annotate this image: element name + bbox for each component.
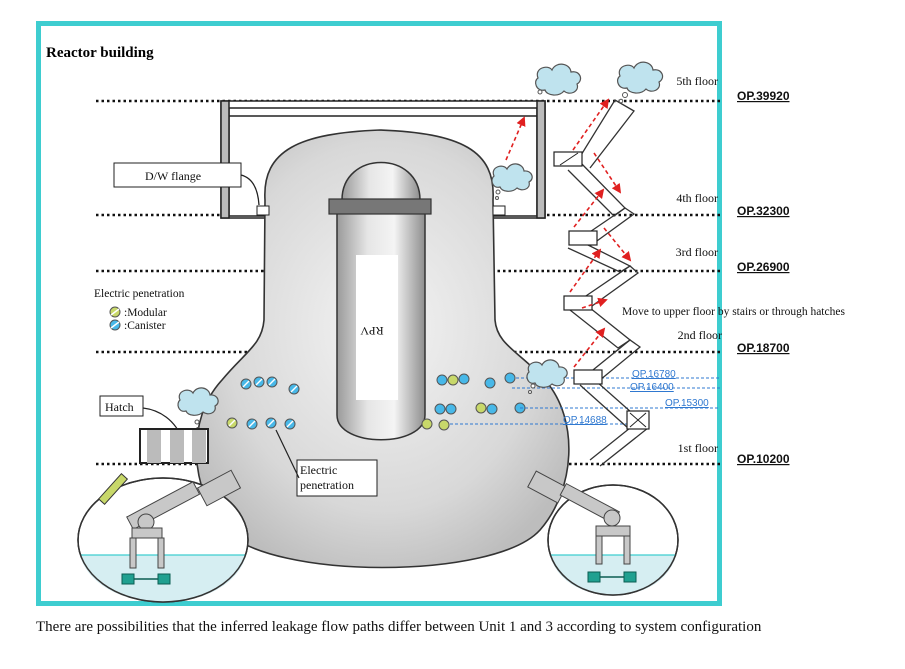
- floor-label-1: 1st floor: [678, 441, 718, 455]
- steam-bubbles: [194, 89, 628, 431]
- stairs-note: Move to upper floor by stairs or through…: [622, 306, 845, 318]
- electric-penetration-label-1: Electric: [300, 463, 337, 477]
- figure-caption: There are possibilities that the inferre…: [36, 619, 762, 635]
- sub-level-3: OP.15300: [665, 398, 709, 409]
- dw-flange-callout-box: [113, 162, 242, 188]
- sub-level-4: OP.14688: [563, 415, 607, 426]
- op-level-5: OP.39920: [737, 89, 790, 103]
- electric-penetration-label-2: penetration: [300, 478, 354, 492]
- op-level-4: OP.32300: [737, 204, 790, 218]
- dw-flange-pointer: [240, 174, 260, 206]
- rpv: RPV: [328, 161, 432, 441]
- hatch-callout-box: [99, 395, 144, 417]
- legend-title: Electric penetration: [94, 288, 185, 300]
- sub-level-2: OP.16400: [630, 382, 674, 393]
- dw-flange-right: [492, 205, 506, 216]
- legend-canister-label: :Canister: [124, 320, 166, 332]
- torus-right: [527, 470, 679, 596]
- floor-label-4: 4th floor: [676, 191, 718, 205]
- dw-flange-left: [256, 205, 270, 216]
- floor-label-2: 2nd floor: [678, 328, 722, 342]
- electric-penetration-callout-box: [296, 459, 378, 497]
- dw-flange-label: D/W flange: [145, 169, 201, 183]
- sub-level-1: OP.16780: [632, 369, 676, 380]
- sub-level-lines: [450, 377, 720, 425]
- stairs: [567, 99, 649, 467]
- op-level-1: OP.10200: [737, 452, 790, 466]
- diagram-title: Reactor building: [46, 45, 154, 61]
- hatch: [139, 428, 209, 464]
- penetrations-right: [421, 372, 526, 431]
- op-level-2: OP.18700: [737, 341, 790, 355]
- floor-label-5: 5th floor: [676, 74, 718, 88]
- leak-arrows: [505, 98, 632, 368]
- steam-clouds: [177, 61, 664, 416]
- floor-label-3: 3rd floor: [676, 245, 718, 259]
- rpv-label: RPV: [360, 324, 384, 338]
- torus-left: [77, 469, 249, 603]
- op-level-3: OP.26900: [737, 260, 790, 274]
- hatch-label: Hatch: [105, 400, 134, 414]
- legend-modular-label: :Modular: [124, 307, 167, 319]
